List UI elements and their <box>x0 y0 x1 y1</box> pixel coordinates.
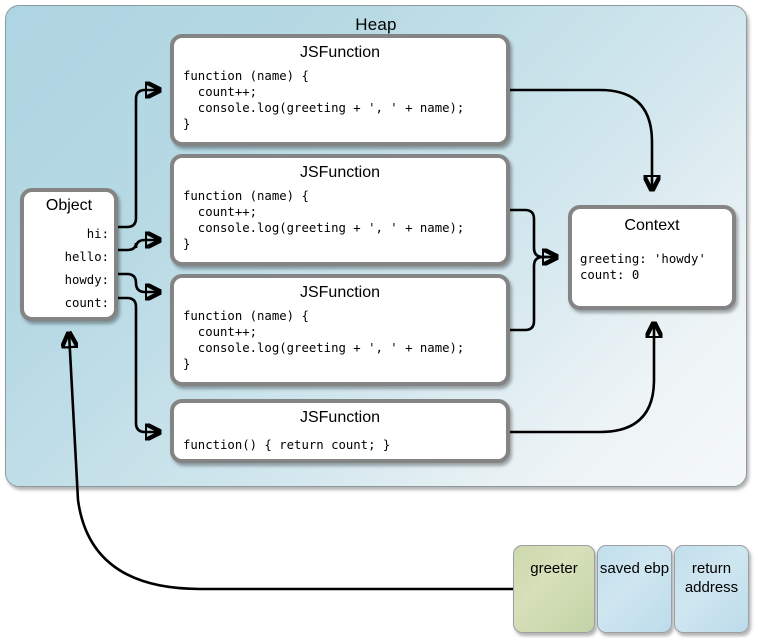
jsfunction-code-3: function (name) { count++; console.log(g… <box>183 309 465 371</box>
jsfunction-code-2: function (name) { count++; console.log(g… <box>183 189 465 251</box>
stack-slot-saved-ebp-label: saved ebp <box>599 560 670 577</box>
stack-slot-saved-ebp[interactable]: saved ebp <box>597 545 672 633</box>
jsfunction-code-4: function() { return count; } <box>183 438 391 452</box>
jsfunction-node-1[interactable]: JSFunction function (name) { count++; co… <box>170 34 510 146</box>
object-title: Object <box>45 197 93 214</box>
context-node[interactable]: Context greeting: 'howdy' count: 0 <box>568 205 736 310</box>
jsfunction-title-4: JSFunction <box>299 409 381 426</box>
object-property-count: count: <box>64 296 109 310</box>
jsfunction-node-4[interactable]: JSFunction function() { return count; } <box>170 399 510 463</box>
context-title: Context <box>624 217 680 234</box>
stack-slot-greeter[interactable]: greeter <box>513 545 595 633</box>
object-property-hello: hello: <box>64 250 109 264</box>
jsfunction-code-1: function (name) { count++; console.log(g… <box>183 69 465 131</box>
jsfunction-title-1: JSFunction <box>299 44 381 61</box>
stack-slot-return-address-label: return address <box>684 560 739 596</box>
object-property-howdy: howdy: <box>64 273 109 287</box>
object-node[interactable]: Object hi: hello: howdy: count: <box>20 188 118 321</box>
object-property-list: hi: hello: howdy: count: <box>24 223 114 315</box>
heap-title: Heap <box>355 15 397 34</box>
stack-slot-return-address[interactable]: return address <box>674 545 749 633</box>
context-code: greeting: 'howdy' count: 0 <box>580 252 706 282</box>
jsfunction-node-3[interactable]: JSFunction function (name) { count++; co… <box>170 274 510 386</box>
jsfunction-title-3: JSFunction <box>299 284 381 301</box>
stack-slot-greeter-label: greeter <box>530 560 578 577</box>
jsfunction-title-2: JSFunction <box>299 164 381 181</box>
jsfunction-node-2[interactable]: JSFunction function (name) { count++; co… <box>170 154 510 266</box>
object-property-hi: hi: <box>86 227 109 241</box>
